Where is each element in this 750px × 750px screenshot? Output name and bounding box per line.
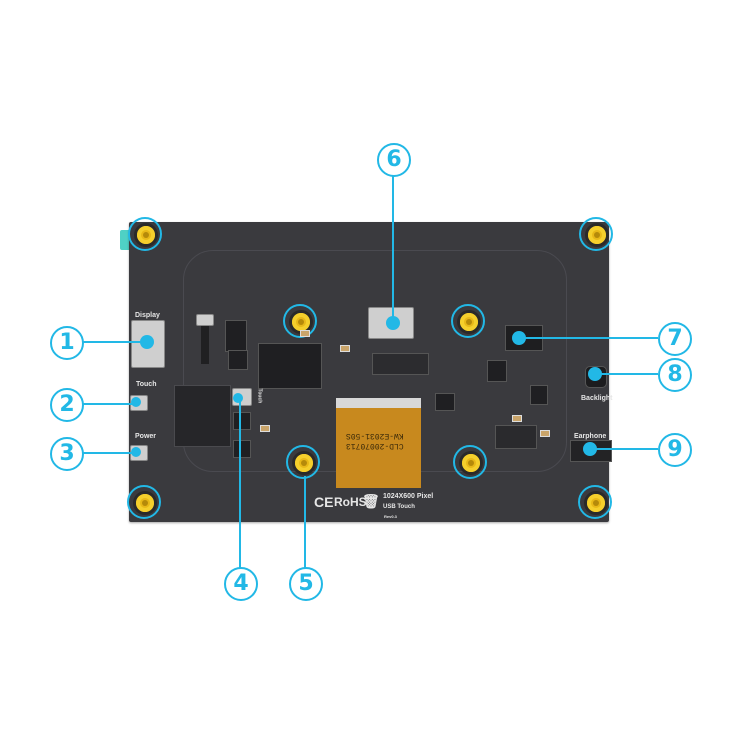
label-earphone: Earphone xyxy=(574,433,607,440)
ic-small-1 xyxy=(225,320,247,352)
inductor-1 xyxy=(487,360,507,382)
callout-6: 6 xyxy=(377,143,411,177)
label-power: Power xyxy=(135,433,157,440)
smd-resistor xyxy=(340,345,350,352)
callout-9: 9 xyxy=(658,433,692,467)
standoff-ring-bottom-right xyxy=(578,485,612,519)
standoff-ring-inner-2 xyxy=(451,304,485,338)
smd-resistor xyxy=(300,330,310,337)
standoff-ring-top-left xyxy=(128,217,162,251)
callout-3: 3 xyxy=(50,437,84,471)
standoff-ring-inner-1 xyxy=(283,304,317,338)
ribbon-cable xyxy=(201,326,209,364)
callout-line-3 xyxy=(83,452,138,454)
callout-dot-7 xyxy=(512,331,526,345)
callout-dot-9 xyxy=(583,442,597,456)
fpc-cable xyxy=(336,398,421,488)
callout-7: 7 xyxy=(658,322,692,356)
smd-resistor xyxy=(540,430,550,437)
diode-array xyxy=(495,425,537,449)
callout-8: 8 xyxy=(658,358,692,392)
transistor-2 xyxy=(233,440,251,458)
callout-line-7 xyxy=(518,337,658,339)
callout-line-6 xyxy=(392,175,394,323)
callout-5: 5 xyxy=(289,567,323,601)
pin-row xyxy=(372,353,429,375)
standoff-ring-inner-3 xyxy=(286,445,320,479)
touch-type-text: USB Touch xyxy=(383,504,415,510)
weee-bin-icon: 🗑 xyxy=(362,493,380,509)
ic-small-2 xyxy=(228,350,248,370)
label-touch-small: Touch xyxy=(256,388,263,404)
callout-dot-1 xyxy=(140,335,154,349)
callout-dot-4 xyxy=(233,393,243,403)
smd-resistor xyxy=(512,415,522,422)
ffc-connector xyxy=(196,314,214,326)
ic-regulator xyxy=(435,393,455,411)
callout-line-9 xyxy=(590,448,658,450)
fpc-marking: CLD-20070713 KW-E2031-50S xyxy=(346,431,404,450)
callout-dot-3 xyxy=(131,447,141,457)
callout-line-2 xyxy=(83,403,138,405)
callout-2: 2 xyxy=(50,388,84,422)
callout-line-5 xyxy=(304,476,306,568)
main-ic xyxy=(258,343,322,389)
black-pad xyxy=(174,385,231,447)
rohs-mark: RoHS xyxy=(334,495,367,509)
standoff-ring-bottom-left xyxy=(127,485,161,519)
hdmi-port xyxy=(368,307,414,339)
ce-mark: CE xyxy=(314,494,334,510)
label-backlight: Backlight xyxy=(581,395,613,402)
callout-line-8 xyxy=(596,373,658,375)
standoff-ring-inner-4 xyxy=(453,445,487,479)
callout-dot-8 xyxy=(588,367,602,381)
inductor-2 xyxy=(530,385,548,405)
callout-4: 4 xyxy=(224,567,258,601)
label-touch: Touch xyxy=(136,381,157,388)
label-display: Display xyxy=(135,312,160,319)
callout-dot-2 xyxy=(131,397,141,407)
callout-line-1 xyxy=(83,341,147,343)
resolution-text: 1024X600 Pixel xyxy=(383,493,434,500)
revision-text: Rev0.3 xyxy=(384,514,397,519)
callout-line-4 xyxy=(239,400,241,568)
callout-1: 1 xyxy=(50,326,84,360)
transistor-1 xyxy=(233,412,251,430)
standoff-ring-top-right xyxy=(579,217,613,251)
callout-dot-6 xyxy=(386,316,400,330)
smd-resistor xyxy=(260,425,270,432)
